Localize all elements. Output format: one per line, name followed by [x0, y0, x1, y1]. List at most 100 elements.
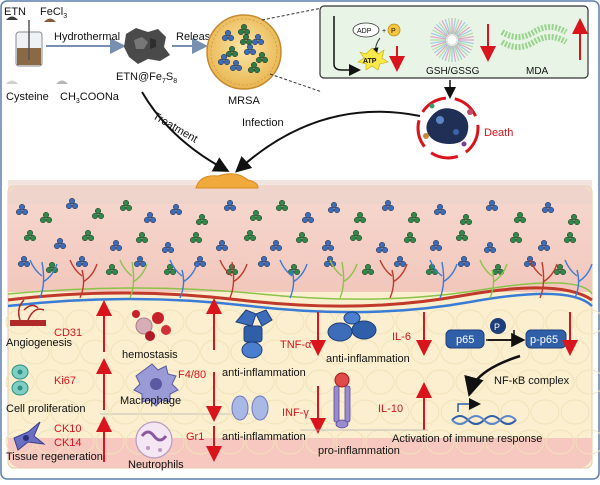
etn-fe7s8-particle-icon — [124, 28, 170, 64]
mda-label: MDA — [526, 66, 549, 77]
pp65-box — [525, 329, 567, 349]
bacteria-cluster — [258, 256, 271, 268]
bacteria-cluster — [484, 241, 497, 253]
blood-vessel-network — [7, 259, 593, 314]
bacteria-cluster — [169, 203, 182, 215]
bacteria-cluster — [404, 231, 417, 243]
hydrothermal-label: Hydrothermal — [54, 31, 120, 43]
bacteria-cluster — [143, 211, 156, 223]
bacteria-cluster — [109, 239, 122, 251]
etn-label: ETN — [4, 6, 26, 18]
il10-label: IL-10 — [378, 403, 403, 415]
bacteria-cluster — [564, 231, 577, 243]
bacteria-cluster — [362, 264, 375, 276]
mrsa-cluster — [221, 30, 234, 42]
release-label: Release — [176, 31, 216, 43]
bacteria-cluster — [542, 201, 555, 213]
bacteria-cluster — [75, 256, 88, 268]
bacteria-cluster — [322, 239, 335, 251]
hemostasis-label: hemostasis — [122, 349, 178, 361]
phospho-icon — [490, 318, 506, 334]
anti-inflammation-label-1: anti-inflammation — [222, 367, 306, 379]
bacteria-cluster — [408, 211, 421, 223]
plus-sign: + — [382, 28, 386, 35]
bacteria-clusters — [16, 197, 581, 276]
pp65-label: p-p65 — [530, 334, 558, 346]
mrsa-bacterium-icon — [206, 14, 282, 90]
anti-inflammation-label-2: anti-inflammation — [222, 431, 306, 443]
tnf-receptor-icon — [235, 309, 273, 359]
mrsa-cluster — [237, 24, 250, 36]
bacteria-cluster — [243, 229, 256, 241]
bacteria-cluster — [249, 209, 263, 221]
bacteria-cluster — [193, 256, 206, 268]
infection-arrow — [235, 110, 421, 173]
treatment-arrow — [141, 91, 230, 172]
bacteria-cluster — [460, 213, 473, 225]
p65-box — [445, 329, 485, 349]
bacteria-cluster — [215, 239, 228, 251]
beaker-icon — [15, 20, 43, 67]
etn-powder-icon — [6, 16, 18, 20]
bacteria-cluster — [270, 239, 283, 251]
bacteria-cluster — [554, 264, 567, 276]
mrsa-cluster — [225, 46, 238, 58]
bacteria-cluster — [328, 201, 341, 213]
ck14-label: CK14 — [54, 437, 82, 449]
phosphate-icon — [387, 23, 401, 37]
bacteria-cluster — [430, 239, 443, 251]
bacteria-cluster — [163, 264, 176, 276]
death-label: Death — [484, 127, 513, 139]
bacteria-cluster — [105, 264, 118, 276]
mrsa-cluster — [251, 34, 265, 46]
mrsa-cluster — [247, 62, 260, 73]
atp-burst-icon — [357, 47, 389, 71]
angiogenesis-label: Angiogenesis — [6, 337, 73, 349]
red-blood-cells-icon — [132, 310, 171, 341]
cell-proliferation-label: Cell proliferation — [6, 403, 85, 415]
gsh-gssg-label: GSH/GSSG — [426, 66, 480, 77]
bacteria-cluster — [16, 203, 29, 215]
mrsa-label: MRSA — [228, 95, 260, 107]
etn-fe7s8-label: ETN@Fe7S8 — [116, 71, 177, 85]
bacteria-cluster — [456, 229, 469, 241]
neutrophil-icon — [135, 421, 173, 459]
bacteria-cluster — [65, 197, 78, 209]
p65-label: p65 — [456, 334, 474, 346]
bacteria-cluster — [514, 211, 527, 223]
bacteria-cluster — [538, 239, 551, 251]
bacteria-cluster — [354, 211, 367, 223]
adp-label: ADP — [357, 28, 372, 35]
macrophage-icon — [133, 363, 179, 407]
mrsa-cluster — [239, 34, 252, 46]
tnf-label: TNF-α — [280, 339, 312, 351]
nfkb-curved-arrow — [464, 354, 521, 397]
bacteria-cluster — [135, 231, 148, 243]
bacteria-cluster — [24, 229, 37, 241]
angiogenesis-icon — [10, 299, 46, 326]
ch3coona-label: CH3COONa — [60, 91, 120, 105]
bacteria-cluster — [189, 231, 202, 243]
bacteria-cluster — [486, 199, 499, 211]
pro-inflammation-receptor-icon — [333, 372, 351, 429]
bacteria-cluster — [568, 213, 581, 225]
bacteria-cluster — [54, 237, 67, 249]
immune-activation-label: Activation of immune response — [392, 433, 542, 445]
mda-membrane-icon — [500, 24, 568, 50]
macrophage-label: Macrophage — [120, 395, 181, 407]
infg-label: INF-γ — [282, 407, 309, 419]
infg-receptor-icon — [231, 395, 269, 421]
transcription-start-arrow — [457, 398, 481, 412]
phospho-label: P — [494, 322, 500, 332]
cd31-label: CD31 — [54, 327, 82, 339]
ck10-label: CK10 — [54, 423, 82, 435]
wound-scab-icon — [195, 173, 259, 189]
bacteria-cluster — [133, 256, 146, 268]
bacteria-cluster — [382, 199, 395, 211]
synthesis-panel: ETN FeCl3 Cysteine CH3COONa Hydrothermal… — [4, 6, 421, 173]
proliferating-cells-icon — [11, 364, 29, 396]
bacteria-cluster — [161, 241, 174, 253]
bacteria-cluster — [276, 199, 289, 211]
